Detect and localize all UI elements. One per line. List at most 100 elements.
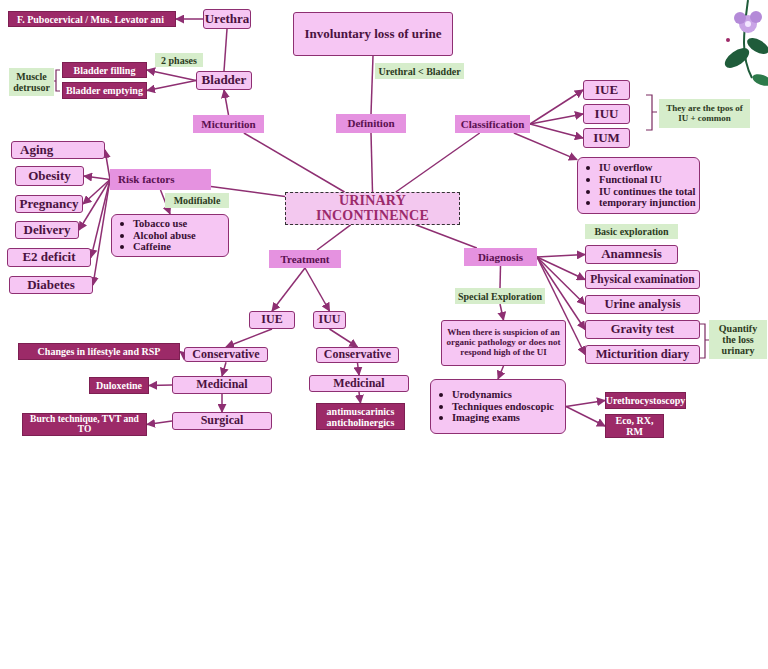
bullet-row: Imaging exams (439, 412, 520, 424)
node-text: Quantify the loss urinary (711, 323, 765, 356)
node-text: URINARY INCONTINENCE (286, 193, 459, 224)
topic-box: Aging (11, 141, 105, 159)
branch-box: Micturition (193, 115, 264, 133)
connector (244, 133, 345, 192)
node-text: Bladder (202, 73, 247, 87)
connector (500, 304, 504, 320)
node-text: Bladder emptying (66, 85, 143, 96)
node-text: Surgical (201, 414, 244, 427)
node-text: Involuntary loss of urine (305, 27, 442, 41)
topic-box: Diabetes (9, 276, 93, 294)
node-text: Muscle detrusor (11, 71, 52, 93)
connector (396, 133, 480, 192)
detail-box: antimuscarinics anticholinergics (316, 403, 405, 430)
node-text: Treatment (280, 253, 329, 265)
node-text: Functional IU (599, 174, 662, 186)
node-text: IUE (595, 83, 618, 97)
connector (359, 392, 361, 403)
connector (566, 407, 605, 427)
topic-box: Gravity test (585, 320, 700, 339)
connector (358, 363, 360, 375)
bullet-dot (120, 245, 124, 249)
topic-box: When there is suspicion of an organic pa… (441, 320, 566, 366)
connector (537, 257, 585, 280)
bullet-dot (439, 393, 443, 397)
connector (371, 56, 373, 114)
branch-box: Diagnosis (464, 248, 537, 266)
node-text: Urethral < Bladder (378, 66, 460, 77)
connector (93, 180, 110, 286)
bullet-dot (586, 178, 590, 182)
node-text: Urodynamics (452, 389, 512, 401)
connector (499, 266, 501, 288)
node-text: Diabetes (27, 278, 75, 292)
bracket (54, 70, 60, 91)
connector (530, 114, 583, 124)
node-text: Conservative (192, 348, 259, 361)
node-text: Pregnancy (20, 197, 79, 211)
bullet-dot (120, 222, 124, 226)
node-text: Conservative (324, 348, 391, 361)
node-text: temporary injunction (599, 197, 696, 209)
note-box: They are the tpos of IU + common (659, 99, 750, 128)
node-text: Classification (461, 118, 525, 130)
topic-box: Surgical (172, 412, 272, 430)
topic-box: IUU (583, 104, 630, 124)
node-text: Physical examination (590, 273, 694, 286)
connector (147, 421, 172, 424)
node-text: Eco, RX, RM (608, 415, 661, 437)
node-text: antimuscarinics anticholinergics (319, 406, 402, 428)
bracket (646, 95, 657, 130)
note-box: Basic exploration (585, 224, 678, 239)
bullet-dot (439, 405, 443, 409)
node-text: Modifiable (174, 195, 221, 206)
node-text: Duloxetine (96, 380, 142, 391)
node-text: Medicinal (333, 377, 384, 390)
topic-box: Obesity (15, 166, 84, 186)
topic-box: Pregnancy (15, 195, 83, 213)
node-text: Delivery (24, 223, 71, 237)
note-box: 2 phases (155, 53, 203, 67)
detail-box: Eco, RX, RM (605, 414, 664, 438)
detail-box: Urethrocystoscopy (605, 392, 686, 409)
topic-box: Physical examination (585, 270, 700, 289)
bullet-row: Alcohol abuse (120, 230, 196, 242)
node-text: Imaging exams (452, 412, 520, 424)
connector (530, 90, 583, 124)
connector (514, 133, 577, 160)
bracket (700, 324, 709, 358)
node-text: Anamnesis (601, 247, 662, 261)
node-text: 2 phases (161, 55, 197, 66)
note-box: Urethral < Bladder (375, 63, 464, 79)
node-text: Urine analysis (604, 298, 680, 312)
topic-box: Conservative (184, 347, 268, 362)
connector (79, 180, 110, 231)
node-text: Basic exploration (594, 226, 668, 237)
node-text: Alcohol abuse (133, 230, 196, 242)
node-text: Techniques endoscopic (452, 401, 554, 413)
note-box: Special Exploration (455, 288, 545, 304)
branch-box: Risk factors (110, 169, 211, 190)
detail-box: Bladder filling (62, 62, 147, 78)
topic-box: E2 deficit (7, 248, 91, 267)
connector (91, 180, 110, 258)
note-box: Muscle detrusor (9, 68, 54, 96)
node-text: Definition (347, 117, 394, 129)
node-text: Gravity test (611, 323, 675, 337)
bullet-row: Urodynamics (439, 389, 512, 401)
connector (224, 29, 227, 71)
flower-illustration (722, 0, 768, 88)
topic-box: IUU (313, 311, 346, 329)
connector (317, 225, 351, 250)
bullet-row: temporary injunction (586, 197, 696, 209)
detail-box: Bladder emptying (62, 82, 147, 99)
bullet-row: Caffeine (120, 241, 171, 253)
connector (498, 366, 504, 379)
central-topic: URINARY INCONTINENCE (285, 192, 460, 225)
list-box: IU overflowFunctional IUIU continues the… (577, 157, 700, 214)
list-box: Tobacco useAlcohol abuseCaffeine (111, 214, 229, 257)
topic-box: IUM (583, 128, 630, 148)
node-text: Obesity (28, 169, 71, 183)
node-text: IUM (593, 131, 620, 145)
connector (416, 225, 477, 248)
